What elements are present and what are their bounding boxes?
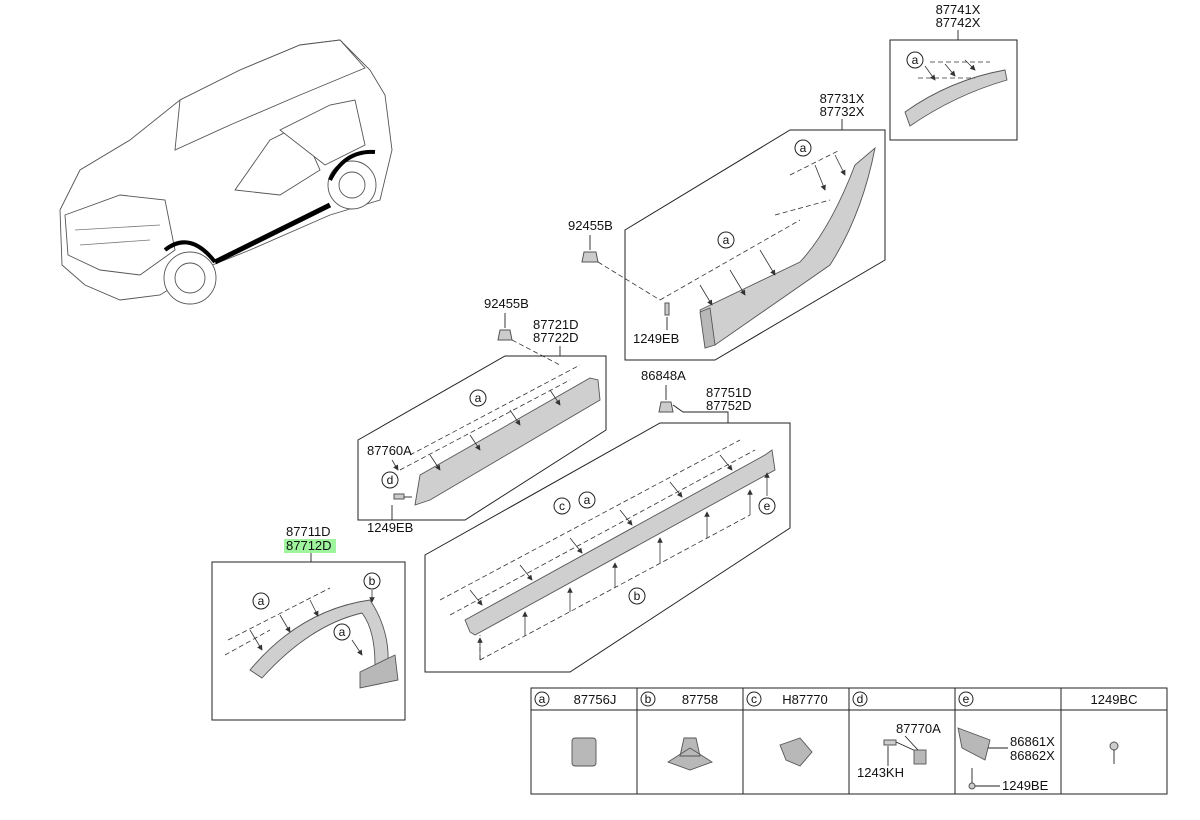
- legend-part-87758: 87758: [682, 692, 718, 707]
- clip-87758-icon: [666, 737, 714, 771]
- legend-letter-d: d: [857, 692, 864, 706]
- callout-b: b: [369, 574, 376, 588]
- part-label-1249eb-upper: 1249EB: [633, 331, 679, 346]
- part-group-87711d: 87711D 87712D a b a: [211, 524, 406, 721]
- vehicle-illustration: [59, 39, 393, 305]
- legend-table: a 87756J b 87758 c H87770 d e 1249BC 877…: [530, 687, 1168, 795]
- part-group-87751d: 86848A 87751D 87752D c a e b: [424, 368, 791, 673]
- part-label-87760a: 87760A: [367, 443, 412, 458]
- part-label-87722d: 87722D: [533, 330, 579, 345]
- part-label-87712d: 87712D: [286, 538, 332, 553]
- legend-letter-e: e: [963, 692, 970, 706]
- screw-1249bc-icon: [1109, 741, 1119, 751]
- screw-1243kh-icon: [883, 739, 897, 746]
- callout-a: a: [800, 141, 807, 155]
- part-label-86848a: 86848A: [641, 368, 686, 383]
- part-group-87731x: 87731X 87732X a a 1249EB: [624, 91, 886, 361]
- legend-sub-1249be: 1249BE: [1002, 778, 1049, 793]
- legend-sub-1243kh: 1243KH: [857, 765, 904, 780]
- legend-part-1249bc: 1249BC: [1091, 692, 1138, 707]
- callout-a: a: [258, 594, 265, 608]
- part-group-87741x: 87741X 87742X a: [889, 2, 1018, 141]
- callout-b: b: [634, 589, 641, 603]
- legend-sub-86861x: 86861X: [1010, 734, 1055, 749]
- callout-a: a: [912, 53, 919, 67]
- clip-87770a-icon: [913, 749, 927, 765]
- callout-d: d: [387, 473, 394, 487]
- part-label-87731x: 87731X: [820, 91, 865, 106]
- callout-a: a: [584, 493, 591, 507]
- callout-c: c: [559, 499, 565, 513]
- callout-a: a: [339, 625, 346, 639]
- screw-1249be-icon: [968, 782, 976, 790]
- part-label-87752d: 87752D: [706, 398, 752, 413]
- legend-letter-b: b: [645, 692, 652, 706]
- bracket-86861x-icon: [957, 727, 991, 761]
- highlight-87712d: [284, 539, 336, 553]
- clip-87756j-icon: [571, 737, 597, 767]
- legend-part-h87770: H87770: [782, 692, 828, 707]
- part-label-87721d: 87721D: [533, 317, 579, 332]
- legend-letter-c: c: [751, 692, 757, 706]
- part-label-92455b-upper: 92455B: [568, 218, 613, 233]
- part-group-92455b-upper: 92455B: [568, 218, 661, 301]
- callout-a: a: [475, 391, 482, 405]
- callout-a: a: [723, 233, 730, 247]
- part-label-92455b-lower: 92455B: [484, 296, 529, 311]
- legend-sub-87770a: 87770A: [896, 721, 941, 736]
- legend-part-87756j: 87756J: [574, 692, 617, 707]
- callout-e: e: [764, 499, 771, 513]
- part-label-1249eb-lower: 1249EB: [367, 520, 413, 535]
- part-label-87732x: 87732X: [820, 104, 865, 119]
- part-label-87741x: 87741X: [936, 2, 981, 17]
- part-label-87751d: 87751D: [706, 385, 752, 400]
- part-group-87721d: 92455B 87721D 87722D a 87760A d 1249EB: [357, 296, 607, 535]
- part-label-87742x: 87742X: [936, 15, 981, 30]
- part-label-87711d: 87711D: [286, 524, 331, 539]
- clip-h87770-icon: [779, 737, 813, 767]
- legend-letter-a: a: [539, 692, 546, 706]
- legend-sub-86862x: 86862X: [1010, 748, 1055, 763]
